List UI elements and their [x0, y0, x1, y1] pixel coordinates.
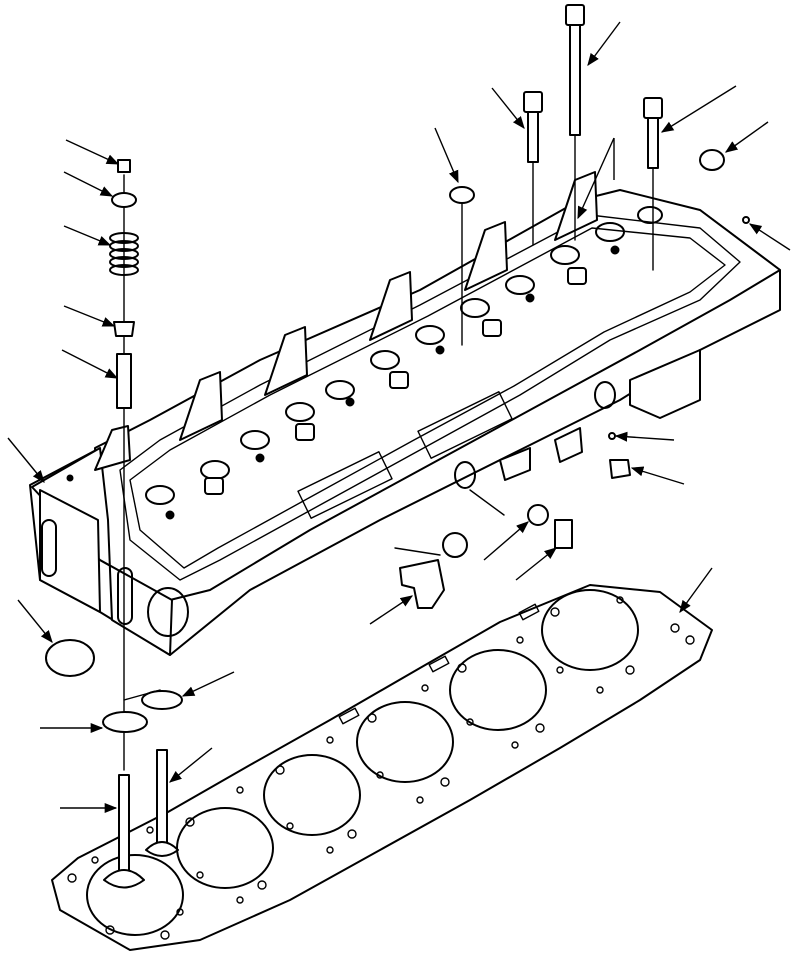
small-plug	[608, 432, 616, 440]
callout-seat-exhaust	[181, 671, 235, 697]
head-bolt-short-2	[643, 97, 663, 169]
callout-stem-seal	[63, 305, 116, 327]
o-ring-1	[442, 532, 468, 558]
callout-o-ring	[483, 521, 529, 561]
callout-bolt-long	[587, 21, 621, 67]
gasket-bore-3	[263, 754, 361, 836]
cylinder-head	[29, 171, 781, 656]
callout-head	[7, 437, 45, 483]
callout-guide	[61, 349, 119, 379]
gasket-bore-4	[356, 701, 454, 783]
seat-insert-intake	[102, 711, 148, 733]
gasket-small-holes	[67, 596, 695, 940]
elbow-fitting	[399, 559, 445, 609]
callout-keeper	[65, 139, 120, 165]
callout-exhaust-valve	[169, 747, 213, 783]
callout-plug-side	[515, 547, 557, 581]
exhaust-valve	[145, 749, 179, 857]
callout-small-plug	[614, 431, 675, 442]
injector-bores	[204, 267, 587, 495]
valve-ports	[145, 206, 663, 505]
gasket-bore-5	[449, 649, 547, 731]
callout-bolt-short-2	[660, 85, 737, 133]
callout-dowel-pin	[748, 223, 791, 251]
callout-nut	[630, 466, 685, 485]
deck-black-holes	[66, 245, 620, 520]
seat-insert-large	[45, 639, 95, 677]
callout-gasket	[679, 567, 713, 614]
dowel-pin	[742, 216, 750, 224]
callout-dowel-a	[577, 137, 615, 220]
expansion-plug	[699, 149, 725, 171]
intake-valve	[103, 774, 145, 889]
callout-spring	[63, 225, 112, 246]
head-bolts	[449, 4, 750, 346]
plug	[554, 519, 573, 549]
callout-elbow	[369, 595, 414, 625]
callout-retainer	[63, 171, 114, 197]
valve-guide	[116, 353, 132, 409]
callout-leaders	[7, 21, 791, 814]
seat-insert-exhaust	[141, 690, 183, 710]
nut	[609, 459, 631, 479]
rocker-pedestals	[94, 171, 598, 471]
callout-expansion-plug	[724, 121, 769, 153]
expansion-plug-small	[449, 186, 475, 204]
valve-train-stack	[45, 159, 183, 889]
valve-keeper	[117, 159, 131, 173]
head-bolt-short-1	[523, 91, 543, 163]
callout-bolt-short	[491, 87, 525, 129]
gasket-bore-6	[541, 589, 639, 671]
callout-plug-top	[434, 127, 459, 184]
side-fittings	[399, 432, 631, 609]
cylinder-head-gasket	[51, 584, 713, 951]
callout-seat-large	[17, 599, 53, 643]
head-bolt-long	[565, 4, 585, 136]
o-ring-2	[527, 504, 549, 526]
valve-spring	[109, 232, 139, 276]
gasket-bore-1	[86, 854, 184, 936]
spring-retainer	[111, 192, 137, 208]
valve-stem-seal	[113, 321, 135, 337]
